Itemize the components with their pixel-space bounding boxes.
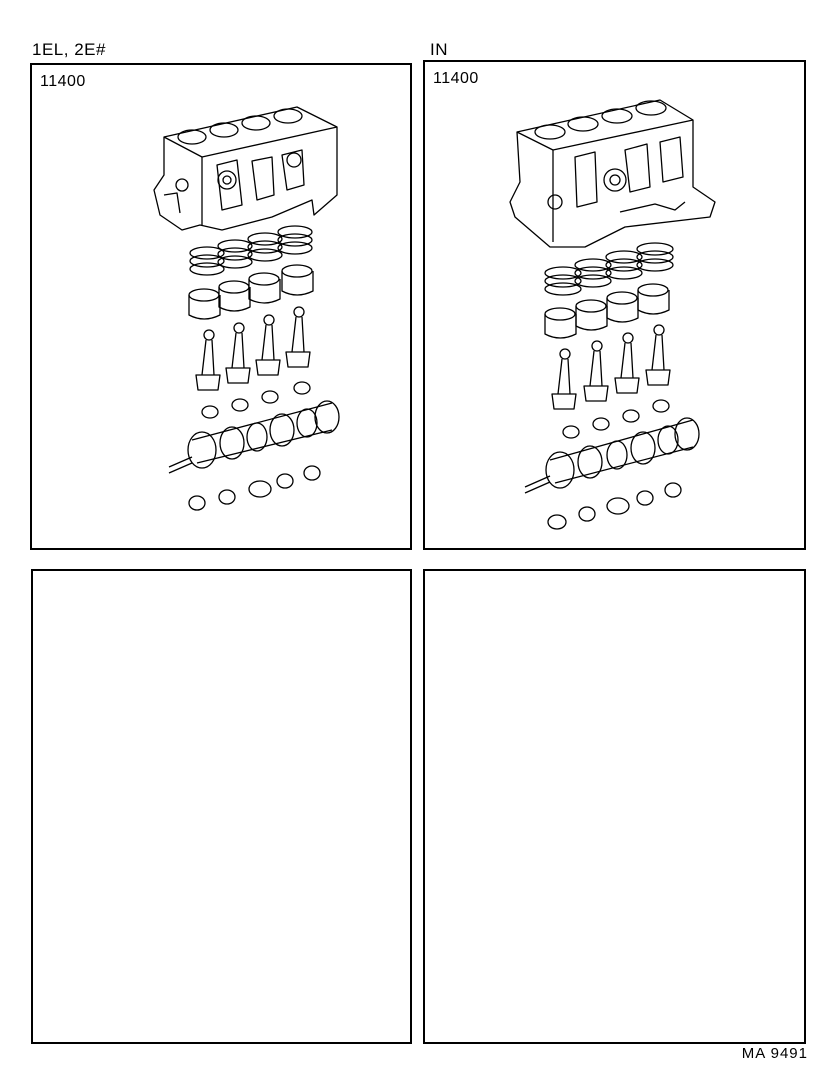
main-bearing-icon — [189, 466, 320, 510]
panel-top-right: 11400 — [423, 60, 806, 550]
main-bearing-icon — [548, 483, 681, 529]
rod-bearing-icon — [563, 400, 669, 438]
cylinder-block-icon — [510, 100, 715, 247]
crankshaft-icon — [169, 401, 339, 473]
crankshaft-icon — [525, 418, 699, 493]
panel-bottom-left — [31, 569, 412, 1044]
piston-icon — [189, 265, 313, 319]
panel-bottom-right — [423, 569, 806, 1044]
connecting-rod-icon — [552, 325, 670, 409]
piston-ring-set-icon — [545, 243, 673, 295]
piston-ring-set-icon — [190, 226, 312, 275]
connecting-rod-icon — [196, 307, 310, 390]
part-number: 11400 — [40, 73, 86, 90]
engine-block-illustration — [32, 65, 414, 552]
right-column-header: IN — [430, 40, 448, 59]
left-column-header: 1EL, 2E# — [32, 40, 106, 59]
engine-block-illustration — [425, 62, 808, 552]
illustration-code: MA 9491 — [741, 1045, 808, 1062]
part-number: 11400 — [433, 70, 479, 87]
panel-top-left: 11400 — [30, 63, 412, 550]
piston-icon — [545, 284, 669, 338]
cylinder-block-icon — [154, 107, 337, 230]
rod-bearing-icon — [202, 382, 310, 418]
